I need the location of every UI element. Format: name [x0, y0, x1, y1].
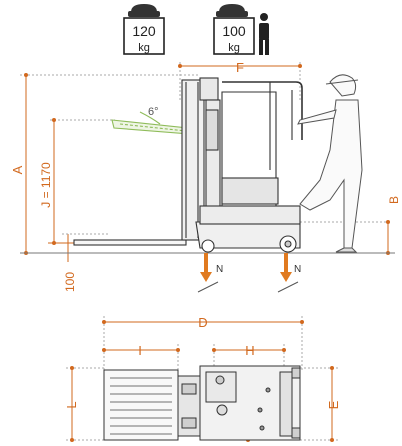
dim-label-100: 100 [63, 272, 77, 292]
weight-100-value: 100 [222, 23, 246, 39]
dim-label-a: A [10, 165, 25, 174]
force-label-1: N [216, 264, 223, 275]
angle-label: 6° [148, 106, 159, 118]
machine-side-view [73, 77, 303, 253]
machine-top-view [103, 365, 301, 441]
dim-label-l: L [64, 401, 79, 408]
dim-label-i: I [138, 343, 142, 358]
dim-label-f: F [236, 60, 244, 75]
dim-label-e: E [326, 400, 341, 409]
dim-label-h: H [245, 343, 254, 358]
weight-100-unit: kg [228, 42, 240, 54]
operator-figure [297, 74, 363, 253]
dim-label-j: J = 1170 [39, 162, 53, 208]
dim-label-d: D [198, 315, 207, 330]
force-arrows [197, 253, 299, 293]
person-icon [259, 13, 269, 55]
weight-icon-100: 100 kg [213, 4, 255, 55]
weight-120-unit: kg [138, 42, 150, 54]
force-label-2: N [294, 264, 301, 275]
weight-icon-120: 120 kg [123, 4, 165, 55]
dim-label-b: B [387, 196, 401, 204]
weight-120-value: 120 [132, 23, 156, 39]
